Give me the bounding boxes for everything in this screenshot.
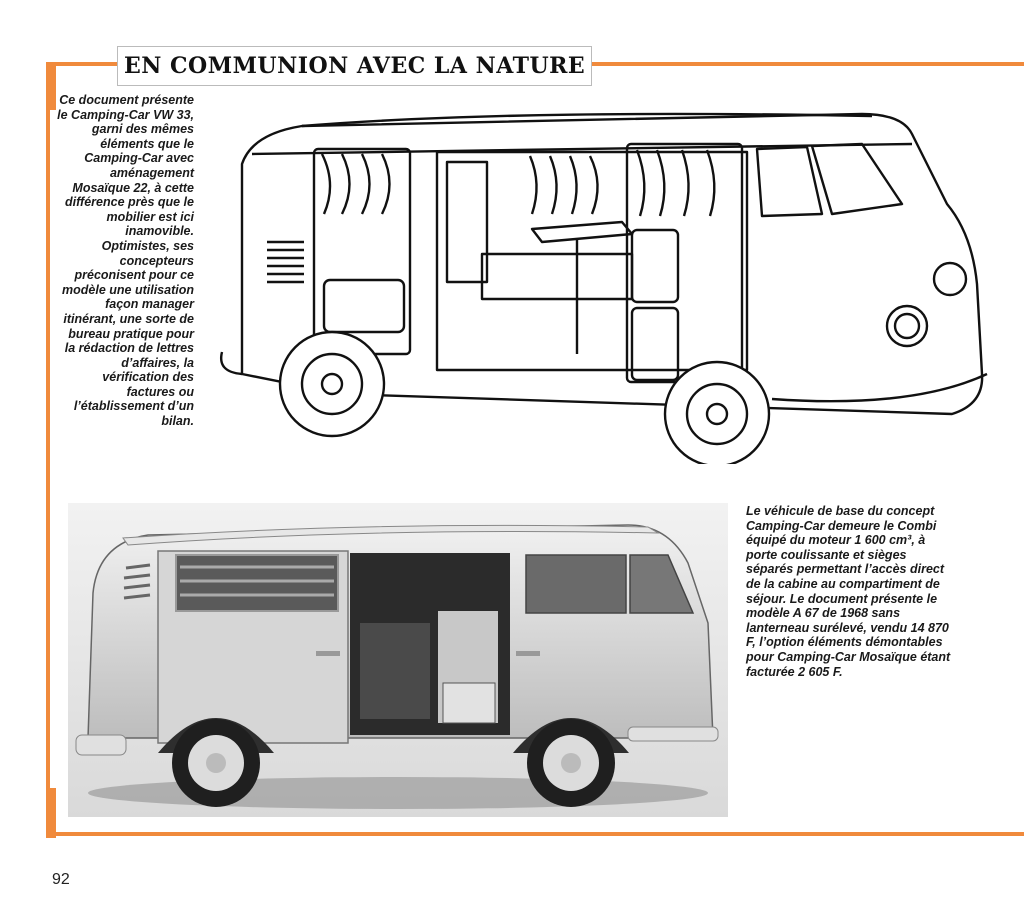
page-number: 92	[52, 871, 70, 888]
frame-corner-top	[46, 62, 56, 110]
vw-bus-photo	[68, 503, 728, 817]
frame-bottom-line	[46, 832, 1024, 836]
frame-left-line	[46, 62, 50, 838]
page-title-box: EN COMMUNION AVEC LA NATURE	[117, 46, 593, 86]
vw-camper-line-drawing	[220, 112, 988, 464]
frame-corner-bottom	[46, 788, 56, 838]
caption-left: Ce document présente le Camping-Car VW 3…	[57, 93, 194, 429]
caption-right: Le véhicule de base du concept Camping-C…	[746, 504, 951, 679]
page-title: EN COMMUNION AVEC LA NATURE	[124, 53, 586, 79]
